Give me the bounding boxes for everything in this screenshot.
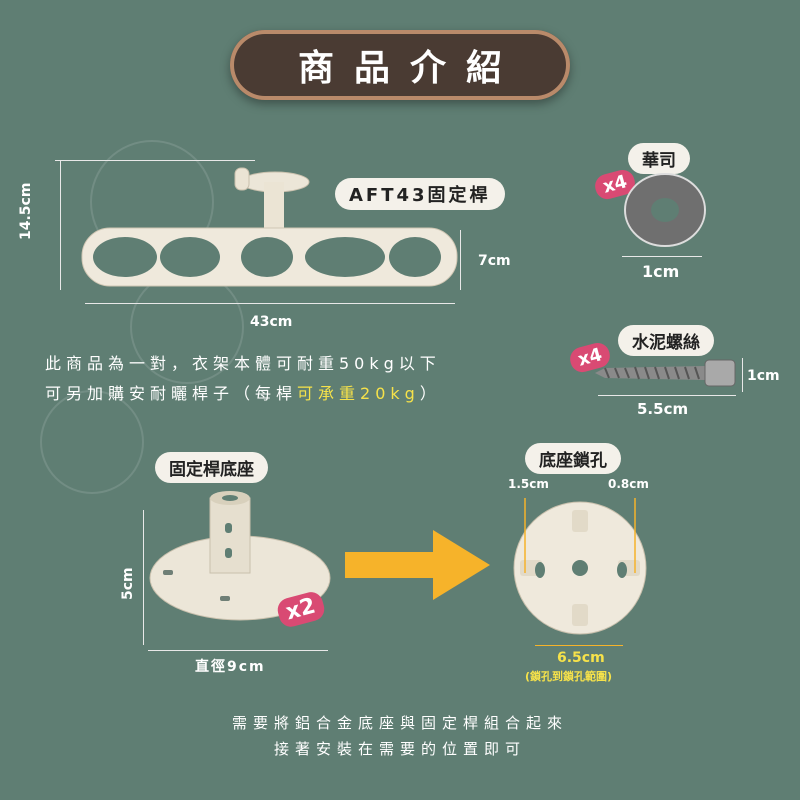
dimension-line — [535, 645, 623, 646]
hanger-width: 43cm — [250, 314, 293, 330]
lock-span: 6.5cm — [557, 650, 605, 666]
dimension-line — [148, 650, 328, 651]
description-line-2: 可另加購安耐曬桿子（每桿可承重20kg） — [45, 380, 441, 404]
base-bottom-illustration — [513, 498, 647, 635]
washer-label: 華司 — [628, 143, 690, 174]
dimension-line — [143, 510, 144, 645]
lock-hole-right: 0.8cm — [608, 477, 649, 491]
washer-icon — [624, 173, 706, 247]
page-title: 商品介紹 — [230, 30, 570, 100]
hanger-illustration — [81, 167, 458, 287]
screw-label: 水泥螺絲 — [618, 325, 714, 356]
base-height: 5cm — [120, 567, 136, 600]
screw-icon — [595, 359, 736, 387]
dimension-line — [60, 160, 61, 290]
dimension-line — [742, 358, 743, 392]
description-prefix: 可另加購安耐曬桿子（每桿 — [45, 384, 298, 403]
base-diameter: 直徑9cm — [195, 659, 266, 675]
description-suffix: ） — [419, 384, 441, 403]
hanger-height: 14.5cm — [18, 182, 34, 240]
hanger-label: AFT43固定桿 — [335, 178, 505, 210]
dimension-line — [55, 160, 255, 161]
arrow-right-icon — [345, 530, 490, 600]
lock-span-note: (鎖孔到鎖孔範圍) — [525, 670, 613, 683]
description-highlight: 可承重20kg — [297, 384, 420, 403]
lock-hole-left: 1.5cm — [508, 477, 549, 491]
description-line-1: 此商品為一對，衣架本體可耐重50kg以下 — [45, 354, 441, 373]
watermark-circle — [40, 390, 144, 494]
dimension-line — [622, 256, 702, 257]
footer-line-2: 接著安裝在需要的位置即可 — [273, 740, 526, 758]
dimension-line — [85, 303, 455, 304]
footer-line-1: 需要將鋁合金底座與固定桿組合起來 — [231, 714, 568, 732]
dimension-line — [598, 395, 736, 396]
base-label: 固定桿底座 — [155, 452, 268, 483]
lock-label: 底座鎖孔 — [525, 443, 621, 474]
hanger-inner-height: 7cm — [478, 253, 511, 269]
washer-size: 1cm — [642, 262, 680, 281]
screw-diameter: 1cm — [747, 368, 780, 384]
dimension-line — [460, 230, 461, 290]
screw-length: 5.5cm — [637, 400, 689, 418]
